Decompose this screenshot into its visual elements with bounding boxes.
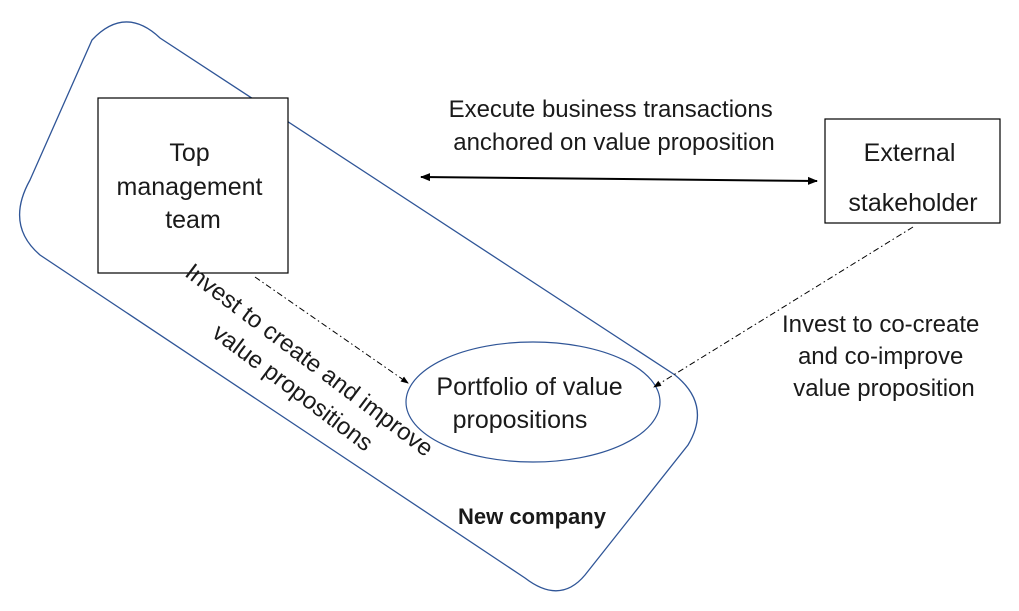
top-management-box bbox=[97, 97, 289, 274]
portfolio-label: Portfolio of value propositions bbox=[436, 373, 629, 434]
external-invest-label: Invest to co-create and co-improve value… bbox=[782, 311, 986, 402]
external-invest-line-3: value proposition bbox=[793, 375, 974, 402]
external-invest-arrow bbox=[653, 226, 914, 388]
transaction-label: Execute business transactions anchored o… bbox=[449, 96, 780, 156]
portfolio-line-1: Portfolio of value bbox=[436, 373, 622, 401]
internal-invest-arrow bbox=[254, 276, 409, 384]
transaction-line-2: anchored on value proposition bbox=[453, 129, 775, 156]
portfolio-line-2: propositions bbox=[453, 406, 588, 434]
top-management-line-2: management bbox=[117, 173, 263, 201]
external-stakeholder-line-1: External bbox=[864, 139, 956, 167]
top-management-label: Top management team bbox=[117, 139, 270, 234]
external-invest-line-1: Invest to co-create bbox=[782, 311, 979, 338]
internal-invest-label: Invest to create and improve value propo… bbox=[161, 259, 444, 492]
top-management-line-1: Top bbox=[169, 139, 209, 167]
external-stakeholder-box bbox=[824, 118, 1001, 224]
new-company-label: New company bbox=[458, 504, 607, 529]
new-company-boundary bbox=[18, 21, 699, 592]
external-stakeholder-line-2: stakeholder bbox=[848, 189, 977, 217]
top-management-line-3: team bbox=[165, 206, 221, 234]
portfolio-ellipse bbox=[405, 341, 661, 463]
internal-invest-line-1: Invest to create and improve bbox=[180, 259, 438, 463]
external-invest-line-2: and co-improve bbox=[798, 343, 963, 370]
transaction-arrow bbox=[420, 173, 818, 185]
transaction-line-1: Execute business transactions bbox=[449, 96, 773, 123]
external-stakeholder-label: External stakeholder bbox=[848, 139, 977, 217]
